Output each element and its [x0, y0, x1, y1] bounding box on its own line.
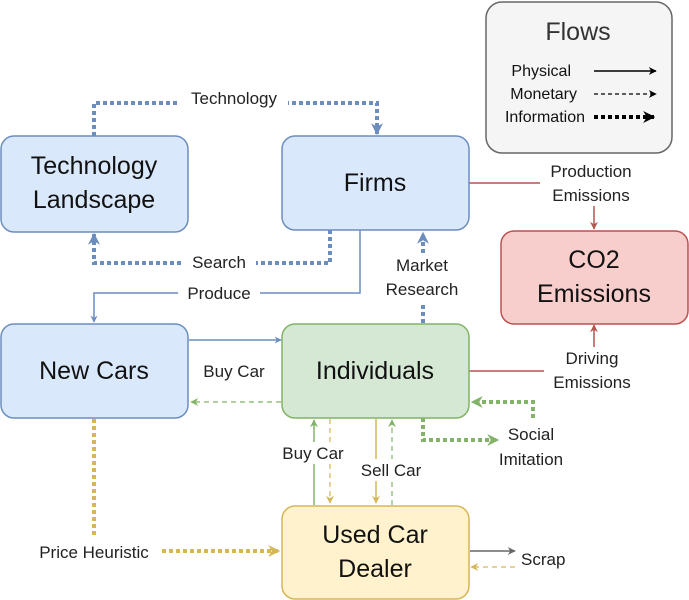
node-firms-box — [281, 135, 470, 231]
node-technology-landscape-line2: Landscape — [33, 186, 155, 214]
node-technology-landscape-line1: Technology — [31, 152, 158, 180]
node-firms: Firms — [281, 135, 470, 231]
edge-labels: Technology Search Produce Market Researc… — [39, 88, 646, 569]
label-scrap: Scrap — [521, 550, 565, 569]
legend-monetary-label: Monetary — [510, 86, 577, 103]
label-social-imitation-line2: Imitation — [499, 450, 563, 469]
node-new-cars: New Cars — [0, 323, 189, 419]
node-co2-emissions: CO2 Emissions — [500, 230, 689, 325]
label-social-imitation-line1: Social — [508, 425, 554, 444]
node-co2-emissions-line2: Emissions — [537, 280, 651, 308]
legend-physical-label: Physical — [511, 63, 571, 80]
label-market-research-line2: Research — [386, 280, 459, 299]
legend-information-label: Information — [505, 109, 585, 126]
legend-title: Flows — [545, 18, 610, 46]
label-technology: Technology — [191, 89, 278, 108]
node-new-cars-label: New Cars — [39, 357, 149, 385]
node-co2-emissions-box — [500, 230, 689, 325]
label-production-emissions-line1: Production — [550, 162, 631, 181]
edge-technology — [92, 101, 383, 136]
node-individuals-box — [281, 323, 470, 419]
node-co2-emissions-line1: CO2 — [568, 246, 619, 274]
edges — [88, 101, 598, 571]
label-search: Search — [192, 253, 246, 272]
node-used-car-dealer: Used Car Dealer — [281, 505, 470, 600]
node-individuals-label: Individuals — [316, 357, 434, 385]
node-technology-landscape-box — [0, 135, 189, 233]
node-new-cars-box — [0, 323, 189, 419]
label-production-emissions-line2: Emissions — [552, 186, 629, 205]
label-sell-car: Sell Car — [361, 461, 422, 480]
node-used-car-dealer-line1: Used Car — [322, 521, 428, 549]
node-individuals: Individuals — [281, 323, 470, 419]
node-used-car-dealer-line2: Dealer — [338, 555, 412, 583]
node-technology-landscape: Technology Landscape — [0, 135, 189, 233]
label-driving-emissions-line1: Driving — [566, 349, 619, 368]
label-produce: Produce — [187, 284, 250, 303]
edge-produce — [90, 230, 361, 323]
node-firms-label: Firms — [344, 169, 406, 197]
label-buy-car-new: Buy Car — [203, 362, 265, 381]
label-driving-emissions-line2: Emissions — [553, 373, 630, 392]
label-buy-car-used: Buy Car — [282, 444, 344, 463]
label-price-heuristic: Price Heuristic — [39, 543, 149, 562]
label-market-research-line1: Market — [396, 256, 448, 275]
edge-social-imitation-return — [470, 396, 535, 418]
node-used-car-dealer-box — [281, 505, 470, 600]
legend: Flows Physical Monetary Information — [485, 1, 673, 154]
edge-social-imitation — [421, 418, 500, 446]
